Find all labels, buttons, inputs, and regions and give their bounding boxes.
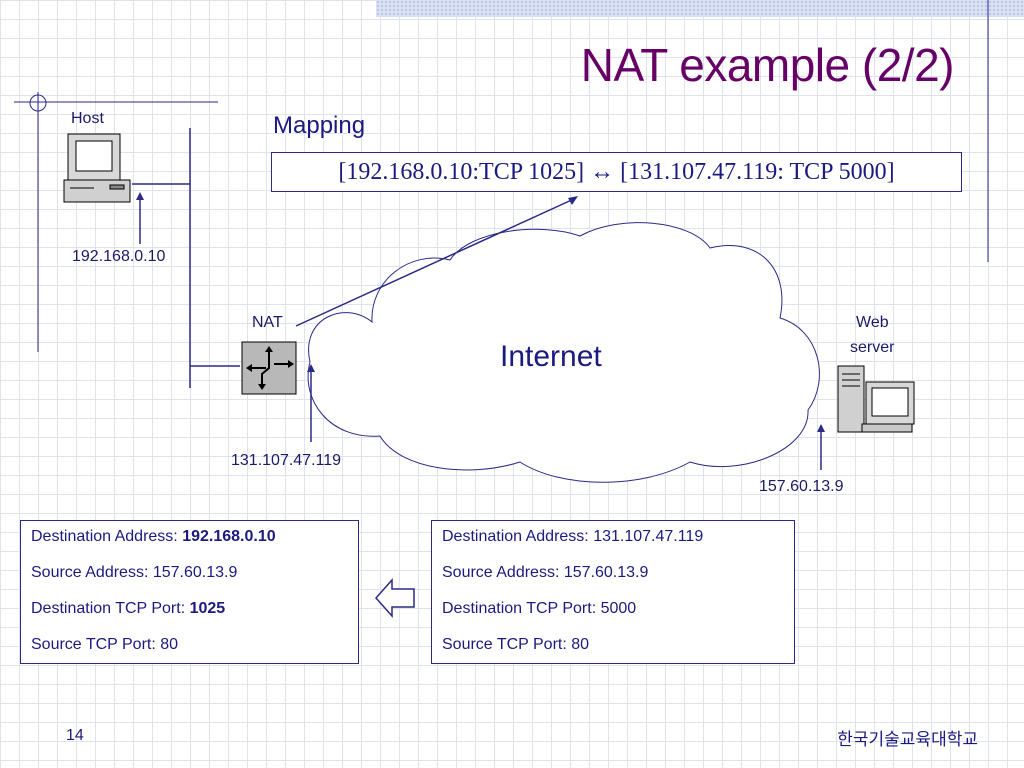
host-computer-icon bbox=[63, 133, 131, 203]
slide-title: NAT example (2/2) bbox=[580, 39, 955, 91]
host-label: Host bbox=[71, 110, 104, 127]
original-source-address: Source Address: 157.60.13.9 bbox=[442, 564, 649, 581]
web-server-label-line2: server bbox=[850, 339, 895, 356]
page-number: 14 bbox=[66, 727, 84, 744]
nat-ip-label: 131.107.47.119 bbox=[231, 452, 342, 469]
mapping-text: [192.168.0.10:TCP 1025] ↔ [131.107.47.11… bbox=[338, 158, 895, 185]
original-packet-box: Destination Address: 131.107.47.119 Sour… bbox=[431, 520, 795, 664]
left-arrow-icon bbox=[374, 578, 415, 618]
pointer-arrows bbox=[139, 196, 822, 470]
mapping-label: Mapping bbox=[273, 112, 366, 139]
mapping-box: [192.168.0.10:TCP 1025] ↔ [131.107.47.11… bbox=[271, 152, 962, 192]
original-dest-address: Destination Address: 131.107.47.119 bbox=[442, 528, 704, 545]
nat-label: NAT bbox=[252, 314, 283, 331]
translated-dest-port: Destination TCP Port: 1025 bbox=[31, 600, 226, 617]
web-server-label-line1: Web bbox=[856, 314, 889, 331]
web-server-ip-label: 157.60.13.9 bbox=[759, 478, 844, 495]
footer-text: 한국기술교육대학교 bbox=[837, 730, 978, 750]
corner-decoration bbox=[14, 0, 989, 352]
nat-router-icon bbox=[241, 341, 297, 395]
internet-label: Internet bbox=[500, 340, 602, 373]
translated-source-port: Source TCP Port: 80 bbox=[31, 636, 179, 653]
lan-wire bbox=[132, 128, 240, 388]
original-source-port: Source TCP Port: 80 bbox=[442, 636, 590, 653]
internet-cloud bbox=[307, 222, 820, 483]
original-dest-port: Destination TCP Port: 5000 bbox=[442, 600, 637, 617]
host-ip-label: 192.168.0.10 bbox=[72, 248, 166, 265]
header-band bbox=[376, 0, 1024, 17]
translated-source-address: Source Address: 157.60.13.9 bbox=[31, 564, 238, 581]
translated-dest-address: Destination Address: 192.168.0.10 bbox=[31, 528, 276, 545]
translated-packet-box: Destination Address: 192.168.0.10 Source… bbox=[20, 520, 359, 664]
web-server-icon bbox=[837, 365, 915, 433]
